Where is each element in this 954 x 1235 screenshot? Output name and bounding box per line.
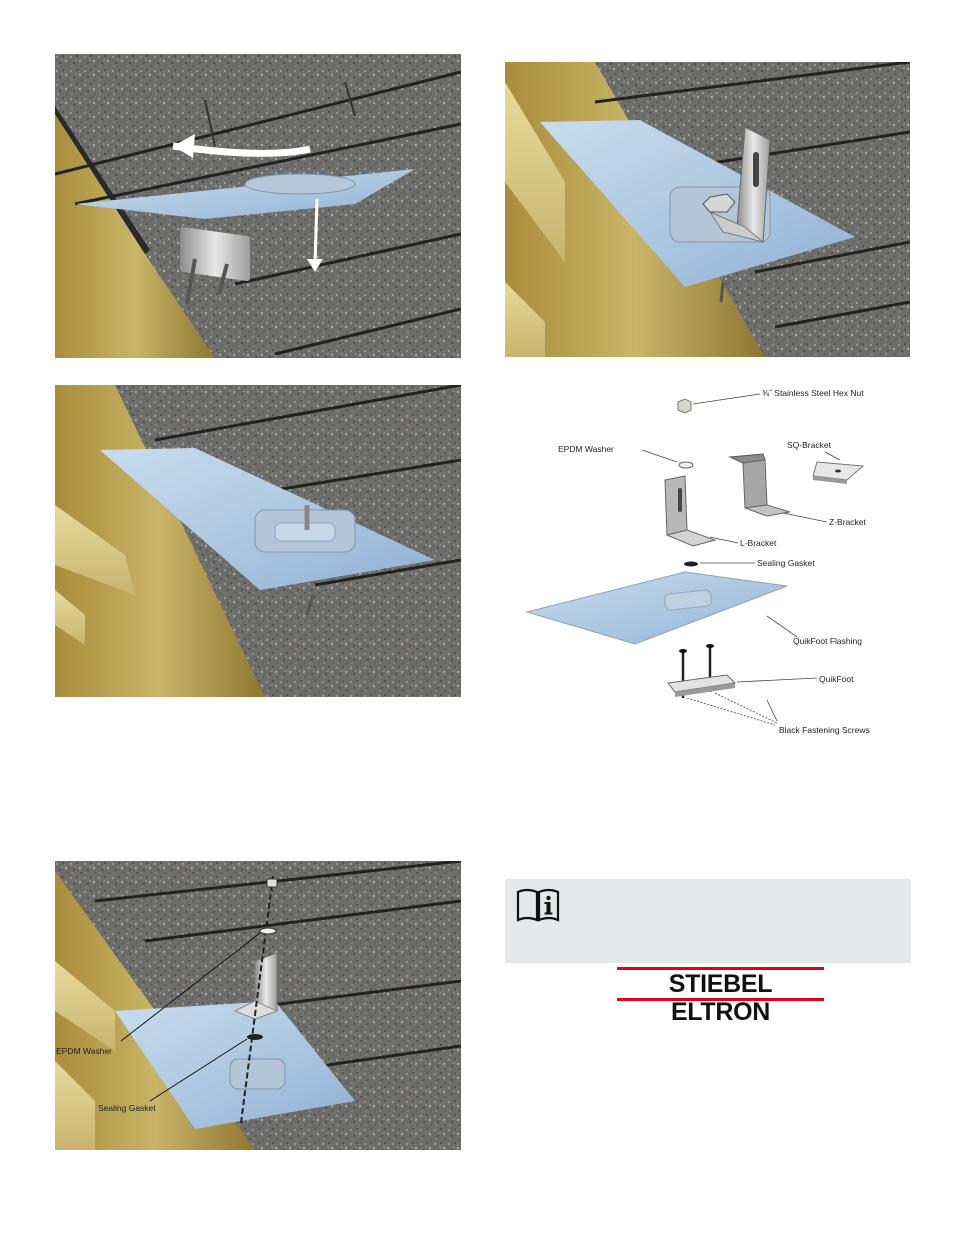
logo-text: STIEBEL ELTRON <box>617 970 824 998</box>
sealing-gasket-part <box>684 562 698 567</box>
label-sealing-gasket: Sealing Gasket <box>757 558 815 568</box>
label-step4-sealing-gasket: Sealing Gasket <box>98 1103 156 1113</box>
l-bracket-part <box>665 476 715 546</box>
z-bracket-part <box>730 454 790 516</box>
quikfoot-part <box>668 644 735 698</box>
label-epdm-washer: EPDM Washer <box>558 444 614 454</box>
stiebel-eltron-logo: STIEBEL ELTRON <box>617 965 824 1003</box>
label-quikfoot: QuikFoot <box>819 674 854 684</box>
exploded-parts-diagram: ⅜˝ Stainless Steel Hex Nut EPDM Washer S… <box>505 380 910 740</box>
step-3-illustration <box>55 385 461 697</box>
step-1-illustration <box>55 54 461 358</box>
quikfoot-flashing-part <box>527 572 787 644</box>
label-sq-bracket: SQ-Bracket <box>787 440 832 450</box>
label-quikfoot-flashing: QuikFoot Flashing <box>793 636 862 646</box>
label-step4-epdm-washer: EPDM Washer <box>56 1046 112 1056</box>
label-hex-nut: ⅜˝ Stainless Steel Hex Nut <box>762 388 864 398</box>
step-4-illustration: EPDM Washer Sealing Gasket <box>55 861 461 1150</box>
info-note-box <box>505 879 911 963</box>
label-black-fastening-screws: Black Fastening Screws <box>779 725 870 735</box>
logo-red-bar-bottom <box>617 998 824 1001</box>
label-l-bracket: L-Bracket <box>740 538 777 548</box>
epdm-washer-part <box>679 462 693 468</box>
label-z-bracket: Z-Bracket <box>829 517 866 527</box>
manual-info-icon <box>515 887 561 928</box>
step-2-illustration <box>505 62 910 357</box>
hex-nut-part <box>678 399 691 413</box>
sq-bracket-part <box>813 462 863 484</box>
